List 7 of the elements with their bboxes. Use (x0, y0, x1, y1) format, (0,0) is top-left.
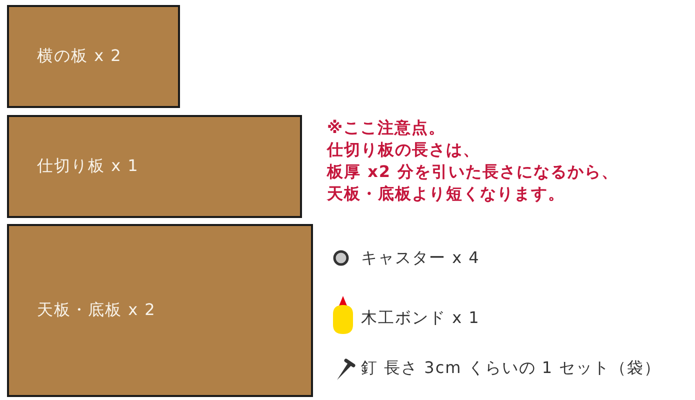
board-box: 仕切り板 x 1 (7, 115, 302, 218)
board-box: 横の板 x 2 (7, 5, 180, 108)
item-text: 木工ボンド x 1 (361, 308, 480, 328)
note-text: ※ここ注意点。仕切り板の長さは、板厚 x2 分を引いた長さになるから、天板・底板より短くなります。 (327, 117, 619, 205)
board-box: 天板・底板 x 2 (7, 224, 313, 397)
item-text: 釘 長さ 3cm くらいの 1 セット（袋） (361, 358, 662, 378)
item-text: キャスター x 4 (361, 248, 480, 268)
